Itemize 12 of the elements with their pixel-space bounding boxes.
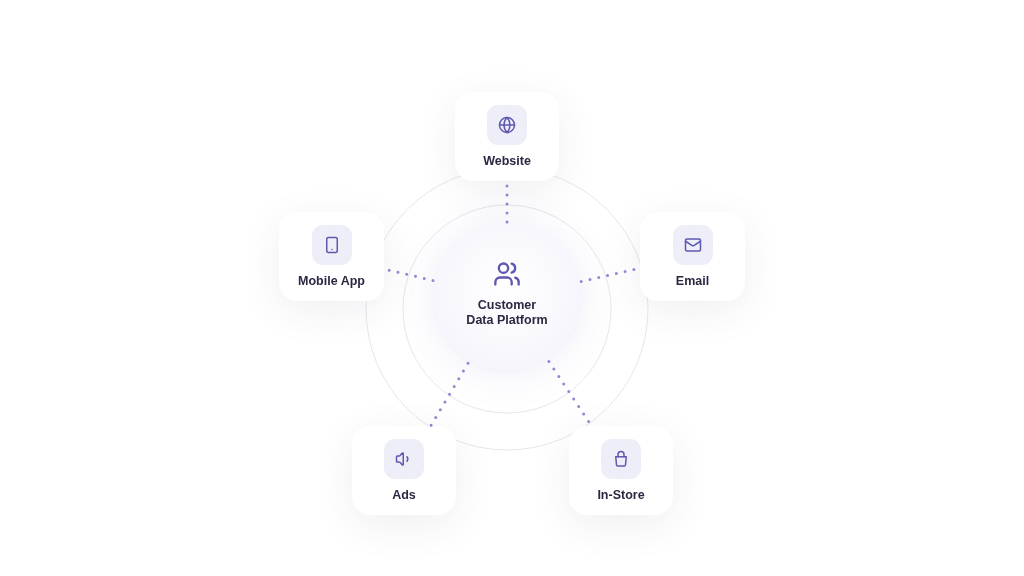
channel-card [455,92,559,181]
node-label: Customer Data Platform [465,298,549,328]
node-label: Email [675,274,710,289]
node-label: Website [483,154,531,169]
channel-card [279,212,384,301]
channel-card [569,426,673,515]
node-label: In-Store [597,488,645,503]
channel-card [352,426,456,515]
channel-card [640,212,745,301]
dotted-connector [429,361,470,428]
node-label: Ads [392,488,416,503]
node-label: Mobile App [298,274,365,289]
